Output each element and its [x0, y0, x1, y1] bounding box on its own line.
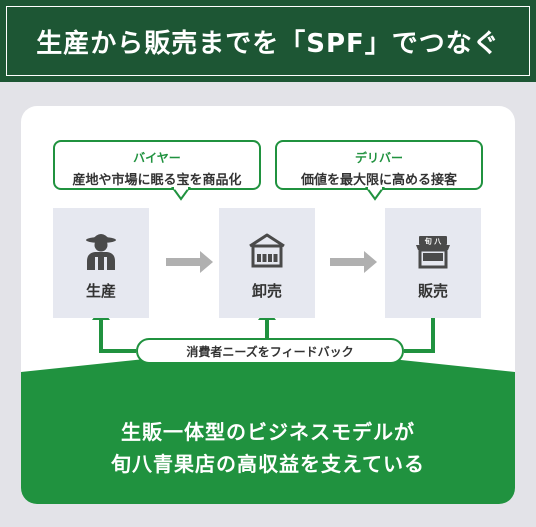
feedback-loop-lines [99, 318, 435, 353]
arrow-wholesale-to-retail [330, 251, 377, 273]
shop-icon: 旬 八 [416, 236, 450, 269]
summary-line-1: 生販一体型のビジネスモデルが [121, 420, 415, 444]
delivery-bubble: デリバー 価値を最大限に高める接客 [275, 140, 483, 190]
page-title: 生産から販売までを「SPF」でつなぐ [36, 28, 500, 59]
node-retail-label: 販売 [417, 282, 448, 300]
node-production-label: 生産 [85, 282, 116, 300]
feedback-label: 消費者ニーズをフィードバック [186, 344, 354, 359]
summary-line-2: 旬八青果店の高収益を支えている [111, 452, 425, 476]
arrow-production-to-wholesale [166, 251, 213, 273]
green-band [21, 346, 515, 504]
node-wholesale-label: 卸売 [251, 282, 282, 300]
buyer-role: バイヤー [133, 151, 181, 165]
farmer-icon [86, 234, 116, 270]
diagram-card: バイヤー 産地や市場に眠る宝を商品化 デリバー 価値を最大限に高める接客 [21, 106, 515, 504]
shop-sign-text: 旬 八 [424, 237, 442, 246]
buyer-text: 産地や市場に眠る宝を商品化 [72, 173, 242, 188]
buyer-bubble: バイヤー 産地や市場に眠る宝を商品化 [53, 140, 261, 190]
delivery-role: デリバー [354, 151, 403, 165]
warehouse-icon [249, 233, 285, 268]
buyer-bubble-tail [171, 187, 191, 201]
header-frame: 生産から販売までを「SPF」でつなぐ [6, 6, 530, 76]
delivery-bubble-tail [365, 187, 385, 201]
feedback-label-pill: 消費者ニーズをフィードバック [136, 338, 404, 364]
node-retail: 旬 八 販売 [385, 208, 481, 318]
node-wholesale: 卸売 [219, 208, 315, 318]
node-production: 生産 [53, 208, 149, 318]
header-banner: 生産から販売までを「SPF」でつなぐ [0, 0, 536, 82]
delivery-text: 価値を最大限に高める接客 [300, 173, 457, 188]
